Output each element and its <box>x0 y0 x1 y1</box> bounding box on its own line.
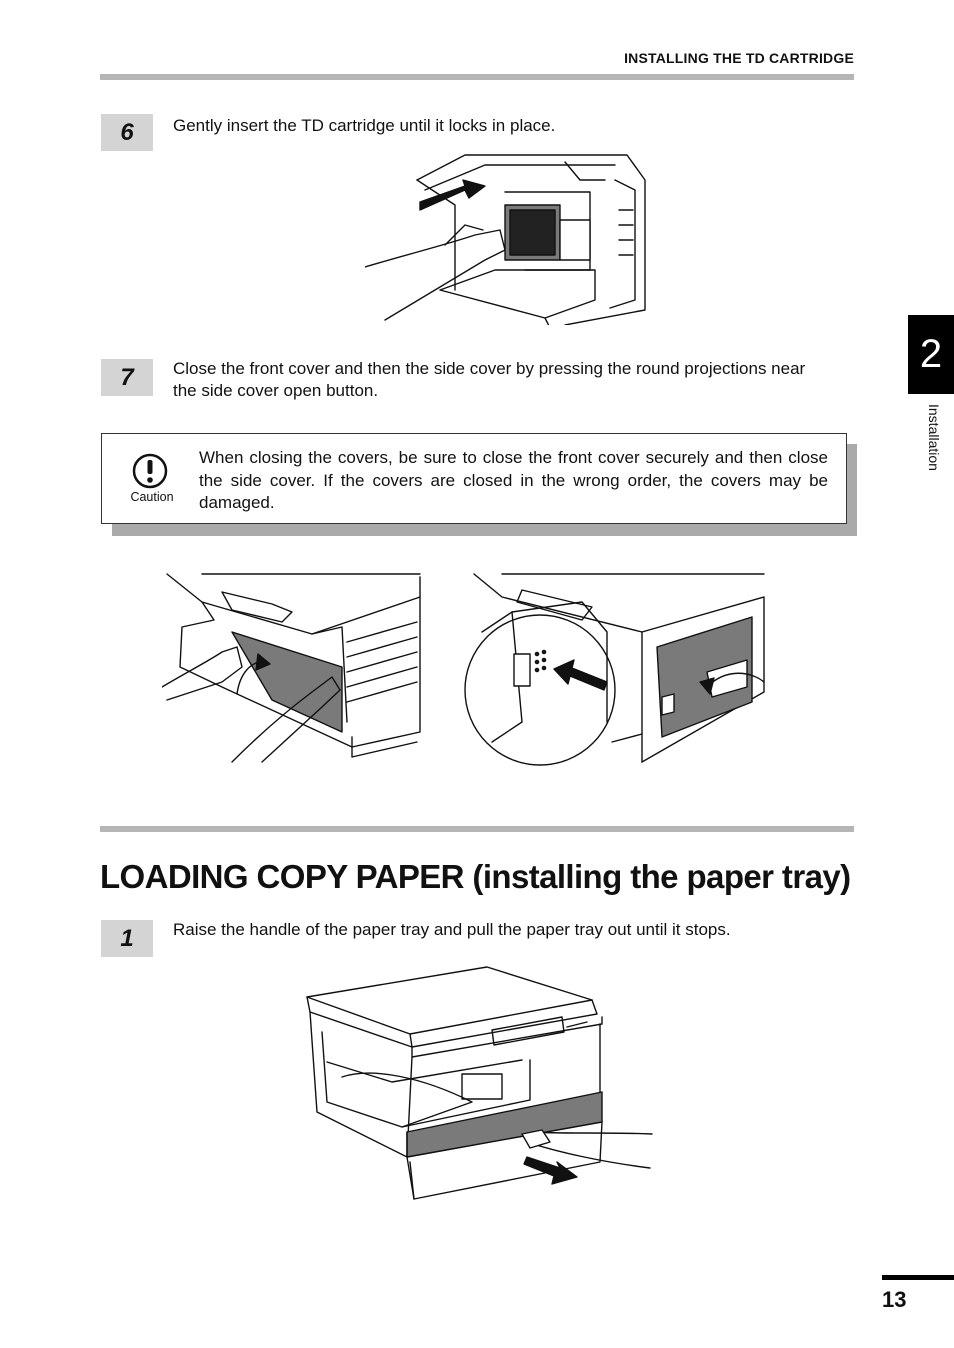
running-header: INSTALLING THE TD CARTRIDGE <box>624 50 854 66</box>
chapter-tab: 2 <box>908 315 954 394</box>
close-front-cover-illustration <box>162 573 421 763</box>
caution-label: Caution <box>130 490 174 504</box>
step-1-text: Raise the handle of the paper tray and p… <box>173 920 731 939</box>
header-rule <box>100 74 854 80</box>
caution-box <box>101 433 847 524</box>
pull-paper-tray-illustration <box>306 966 653 1200</box>
step-7-text-line-2: the side cover open button. <box>173 381 379 400</box>
caution-text: When closing the covers, be sure to clos… <box>199 448 828 512</box>
step-number-6: 6 <box>101 114 153 151</box>
footer-rule <box>882 1275 954 1280</box>
page-number: 13 <box>882 1287 907 1312</box>
exclamation-circle-icon <box>132 453 168 489</box>
step-number-7: 7 <box>101 359 153 396</box>
chapter-tab-label: Installation <box>926 404 942 471</box>
td-cartridge-insertion-illustration <box>365 154 646 325</box>
step-6-text: Gently insert the TD cartridge until it … <box>173 116 556 135</box>
step-7-text-line-1: Close the front cover and then the side … <box>173 359 806 378</box>
step-number-1: 1 <box>101 920 153 957</box>
section-title: LOADING COPY PAPER (installing the paper… <box>100 858 851 895</box>
section-rule <box>100 826 854 832</box>
close-side-cover-illustration <box>464 573 765 766</box>
